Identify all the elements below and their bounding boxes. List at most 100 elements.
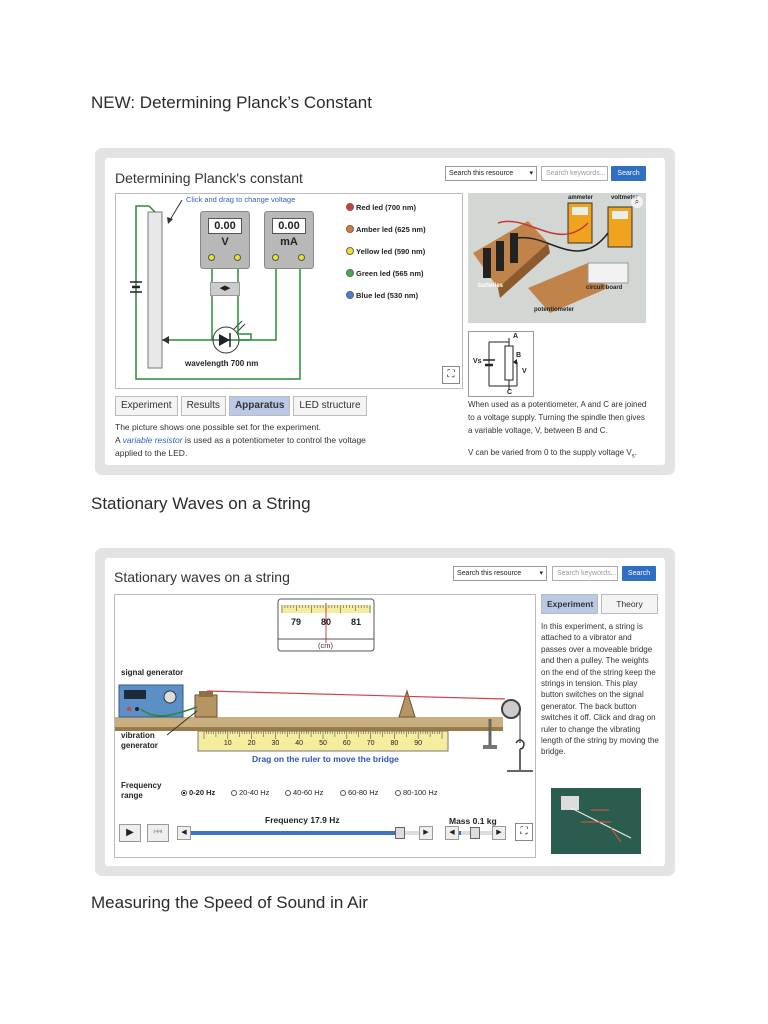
desc-text: A [115, 435, 123, 445]
freq-range-80-100[interactable]: 80-100 Hz [395, 788, 438, 797]
scale-label: 80 [320, 617, 331, 627]
pot-label-a: A [513, 333, 519, 340]
planck-search-button[interactable]: Search [611, 166, 646, 181]
potentiometer-explanation: When used as a potentiometer, A and C ar… [468, 400, 647, 435]
planck-description-line1: The picture shows one possible set for t… [115, 422, 321, 432]
heading-planck: NEW: Determining Planck’s Constant [91, 93, 372, 112]
led-option-amber[interactable]: Amber led (625 nm) [346, 225, 426, 234]
frequency-increase-icon[interactable]: ▶ [419, 826, 433, 840]
tab-led-structure[interactable]: LED structure [293, 396, 367, 416]
apparatus-photo: ammeter voltmeter batteries circuit boar… [468, 193, 646, 323]
planck-panel: Determining Planck's constant Search thi… [105, 158, 665, 465]
radio-label: 40-60 Hz [293, 788, 324, 797]
freq-range-label-line1: Frequency [121, 781, 162, 790]
led-option-green[interactable]: Green led (565 nm) [346, 269, 424, 278]
planck-search-select[interactable]: Search this resource ▾ [445, 166, 537, 181]
radio-selected-icon [181, 790, 187, 796]
stationary-simulation-frame: Stationary waves on a string Search this… [95, 548, 675, 876]
ruler-tick-label: 70 [366, 740, 375, 747]
meter-stepper: ◀▶ [210, 282, 240, 296]
tab-results[interactable]: Results [180, 396, 226, 416]
scale-labels: 79 80 81 [281, 617, 371, 627]
frequency-slider-thumb[interactable] [394, 827, 405, 839]
scale-tick-marks [281, 605, 371, 613]
planck-description-line3: applied to the LED. [115, 448, 188, 458]
stationary-search-button[interactable]: Search [622, 566, 656, 581]
freq-range-60-80[interactable]: 60-80 Hz [340, 788, 378, 797]
pot-label-v: V [522, 368, 527, 375]
radio-icon [231, 790, 237, 796]
scale-unit: (cm) [318, 641, 333, 650]
planck-simulation-frame: Determining Planck's constant Search thi… [95, 148, 675, 475]
led-label: Red led (700 nm) [356, 203, 417, 212]
photo-label-batteries: batteries [478, 283, 504, 289]
potentiometer-schematic: A B V C Vs [468, 331, 534, 397]
variable-resistor-link[interactable]: variable resistor [122, 435, 183, 445]
mass-slider-thumb[interactable] [470, 827, 480, 839]
led-color-swatch [346, 247, 354, 255]
stationary-search-input[interactable]: Search keywords... [552, 566, 618, 581]
mass-readout: Mass 0.1 kg [449, 816, 497, 826]
ammeter-terminal-left [272, 254, 279, 261]
ruler-tick-marks[interactable] [198, 731, 448, 741]
range-text: V can be varied from 0 to the supply vol… [468, 448, 632, 457]
led-label: Blue led (530 nm) [356, 291, 419, 300]
frequency-decrease-icon[interactable]: ◀ [177, 826, 191, 840]
frequency-range-label: Frequency range [121, 781, 161, 801]
led-option-blue[interactable]: Blue led (530 nm) [346, 291, 418, 300]
scale-label: 81 [350, 617, 361, 627]
freq-range-20-40[interactable]: 20-40 Hz [231, 788, 269, 797]
radio-icon [285, 790, 291, 796]
voltmeter-terminal-right [234, 254, 241, 261]
pot-label-vs: Vs [473, 358, 482, 365]
heading-stationary-waves: Stationary Waves on a String [91, 494, 311, 513]
ruler-hint: Drag on the ruler to move the bridge [252, 754, 399, 764]
voltmeter-terminal-left [208, 254, 215, 261]
ruler-tick-label: 50 [319, 740, 327, 747]
fullscreen-icon[interactable]: ⛶ [515, 823, 533, 841]
led-option-yellow[interactable]: Yellow led (590 nm) [346, 247, 425, 256]
photo-label-circuit-board: circuit board [586, 285, 623, 291]
tab-experiment[interactable]: Experiment [115, 396, 178, 416]
planck-circuit-area: Click and drag to change voltage 0.00 V … [115, 193, 463, 389]
mass-decrease-icon[interactable]: ◀ [445, 826, 459, 840]
photo-zoom-icon[interactable]: ⌕ [631, 196, 643, 208]
stationary-search-select-label: Search this resource [457, 570, 522, 577]
photo-label-voltmeter: voltmeter [611, 195, 639, 201]
ruler-tick-label: 80 [390, 740, 399, 747]
photo-label-potentiometer: potentiometer [534, 307, 575, 313]
radio-label: 0-20 Hz [189, 788, 216, 797]
chevron-down-icon: ▾ [529, 170, 533, 177]
radio-label: 80-100 Hz [403, 788, 438, 797]
stationary-search-select[interactable]: Search this resource ▾ [453, 566, 547, 581]
signal-generator-label: signal generator [121, 668, 184, 677]
led-color-swatch [346, 225, 354, 233]
led-color-swatch [346, 269, 354, 277]
tab-apparatus[interactable]: Apparatus [228, 396, 291, 416]
ruler-tick-label: 60 [342, 740, 351, 747]
planck-search-input[interactable]: Search keywords... [541, 166, 608, 181]
freq-range-0-20[interactable]: 0-20 Hz [181, 788, 215, 797]
pot-label-c: C [507, 389, 513, 396]
stationary-photo [551, 788, 641, 854]
led-label: Yellow led (590 nm) [356, 247, 426, 256]
ammeter: 0.00 mA [264, 211, 314, 269]
freq-range-40-60[interactable]: 40-60 Hz [285, 788, 323, 797]
wavelength-label: wavelength 700 nm [185, 359, 259, 368]
tab-theory[interactable]: Theory [601, 594, 658, 614]
vibration-label-line1: vibration [121, 731, 155, 740]
ruler-tick-label: 30 [271, 740, 280, 747]
step-left-icon[interactable]: ◀ [219, 285, 225, 292]
step-right-icon[interactable]: ▶ [225, 285, 231, 292]
led-color-swatch [346, 291, 354, 299]
led-label: Amber led (625 nm) [356, 225, 426, 234]
led-option-red[interactable]: Red led (700 nm) [346, 203, 416, 212]
stationary-photo-art [551, 788, 641, 854]
fullscreen-icon[interactable]: ⛶ [442, 366, 460, 384]
play-icon[interactable]: ▶ [119, 824, 141, 842]
mass-increase-icon[interactable]: ▶ [492, 826, 506, 840]
planck-description-line2: A variable resistor is used as a potenti… [115, 434, 415, 447]
back-icon[interactable]: ⏮ [147, 824, 169, 842]
tab-experiment[interactable]: Experiment [541, 594, 598, 614]
